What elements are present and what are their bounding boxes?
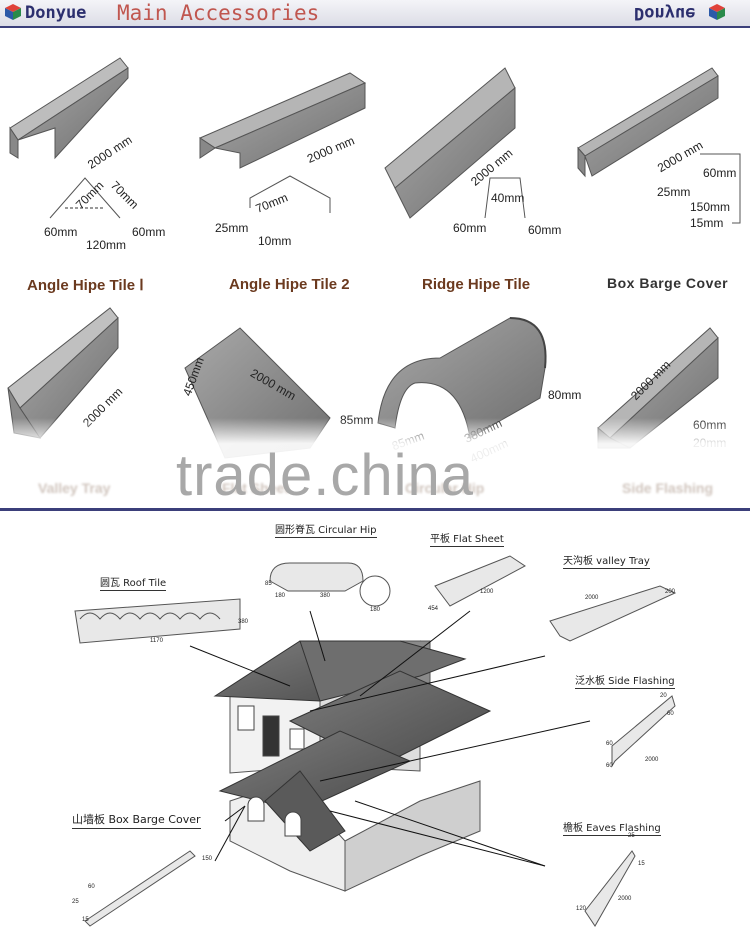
product-label-side-flashing: Side Flashing (622, 480, 714, 496)
angle-hip-tile-1-drawing (9, 57, 129, 219)
small-dim: 15 (638, 861, 645, 867)
small-dim: 454 (428, 606, 439, 612)
house-diagram (74, 555, 677, 927)
header-bar: Donyue Main Accessories Donyue (0, 0, 750, 28)
small-dim: 25 (72, 899, 79, 905)
page-title: Main Accessories (117, 1, 320, 25)
small-dim: 2000 (585, 595, 599, 601)
roof-tile-sketch (74, 598, 241, 644)
dimension-label: 25mm (657, 185, 691, 199)
small-dim: 180 (275, 593, 286, 599)
small-dim: 200 (665, 589, 676, 595)
product-label-flat-sheet: Flat Sheet (222, 480, 289, 496)
small-dim: 150 (202, 856, 213, 862)
product-label-angle-hip-tile-2: Angle Hipe Tile 2 (229, 276, 350, 293)
brand-name: Donyue (25, 3, 87, 23)
roof-assembly-diagram: 圆形脊瓦 Circular Hip 平板 Flat Sheet 天沟板 vall… (0, 511, 750, 952)
dimension-label: 60mm (528, 223, 562, 237)
small-dim: 20 (660, 693, 667, 699)
dimension-label: 15mm (690, 216, 724, 230)
dimension-label: 120mm (86, 238, 127, 252)
cube-logo-icon (5, 4, 21, 20)
cube-logo-icon (709, 4, 725, 20)
small-dim: 2000 (645, 757, 659, 763)
dimension-label: 60mm (132, 225, 166, 239)
circular-hip-drawing (377, 317, 547, 439)
dimension-label: 25mm (215, 221, 249, 235)
dimension-label: 150mm (690, 200, 731, 214)
small-dim: 60 (606, 741, 613, 747)
product-label-valley-tray: Valley Tray (38, 480, 111, 496)
product-label-box-barge-cover: Box Barge Cover (607, 275, 729, 291)
small-dim: 60 (88, 884, 95, 890)
angle-hip-tile-2-drawing (198, 72, 367, 213)
small-dim: 25 (628, 833, 635, 839)
ridge-hip-tile-drawing (384, 67, 526, 219)
callout-circular-hip: 圆形脊瓦 Circular Hip (275, 521, 377, 538)
dimension-label: 60mm (703, 166, 737, 180)
box-barge-cover-drawing (577, 67, 741, 224)
brand-name-mirrored: Donyue (634, 3, 696, 23)
small-dim: 380 (320, 593, 331, 599)
small-dim: 2000 (618, 896, 632, 902)
house-openings (237, 705, 305, 837)
small-dim: 380 (238, 619, 249, 625)
small-dim: 60 (667, 711, 674, 717)
leader-lines (189, 610, 591, 867)
small-dim: 85 (265, 581, 272, 587)
watermark-band (0, 418, 750, 508)
watermark-text: trade.china (176, 443, 474, 508)
callout-valley-tray: 天沟板 valley Tray (563, 552, 650, 569)
callout-flat-sheet: 平板 Flat Sheet (430, 530, 504, 547)
callout-side-flashing: 泛水板 Side Flashing (575, 672, 675, 689)
dimension-label: 10mm (258, 234, 292, 248)
product-catalog-panel: 2000 mm 70mm 70mm 60mm 120mm 60mm Angle … (0, 28, 750, 511)
small-dim: 60 (606, 763, 613, 769)
dimension-label: 60mm (44, 225, 78, 239)
dimension-label: 60mm (453, 221, 487, 235)
callout-roof-tile: 圆瓦 Roof Tile (100, 574, 167, 591)
product-label-circular-hip: Circular Hip (405, 480, 485, 496)
small-dim: 15 (82, 917, 89, 923)
accessory-drawings (7, 57, 741, 459)
house-roof (213, 640, 492, 852)
dimension-label: 40mm (491, 191, 525, 205)
small-dim: 1200 (480, 589, 494, 595)
callout-box-barge-cover: 山墙板 Box Barge Cover (72, 811, 201, 829)
component-sketches (74, 555, 677, 927)
small-dim: 120 (576, 906, 587, 912)
small-dim: 180 (370, 607, 381, 613)
small-dim: 1170 (150, 638, 163, 644)
callout-eaves-flashing: 檐板 Eaves Flashing (563, 819, 661, 836)
product-label-angle-hip-tile-1: Angle Hipe Tile Ⅰ (27, 277, 144, 294)
product-label-ridge-hip-tile: Ridge Hipe Tile (422, 276, 531, 293)
dimension-label: 80mm (548, 388, 582, 402)
